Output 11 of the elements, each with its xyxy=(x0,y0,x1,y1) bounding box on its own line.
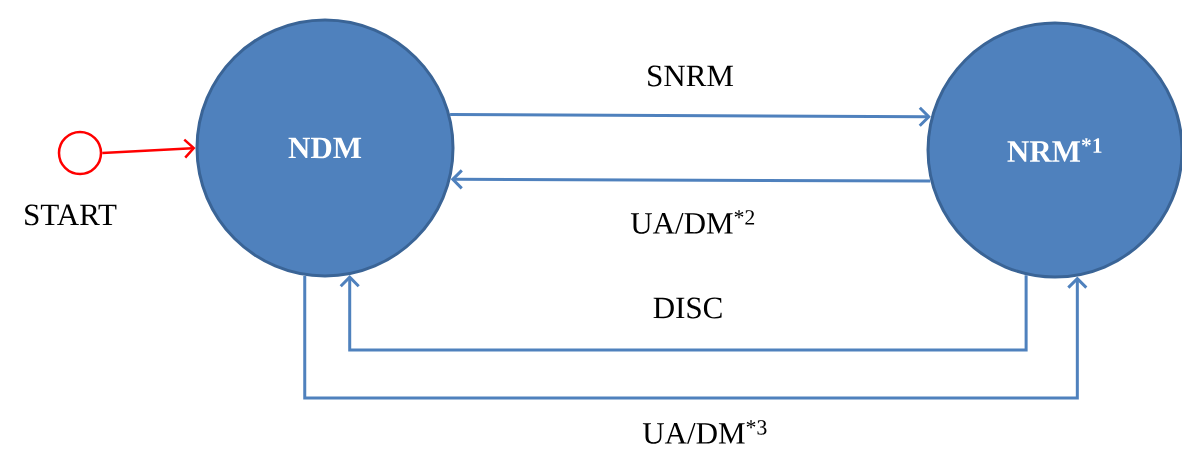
arrow xyxy=(450,169,931,190)
arrow xyxy=(339,275,1028,352)
arrow xyxy=(102,138,196,159)
edge-label: UA/DM$^{*2}$ xyxy=(629,209,757,235)
start-label: START xyxy=(25,204,117,226)
edge-label: UA/DM$^{*3}$ xyxy=(641,419,769,445)
edge-label: DISC xyxy=(651,296,725,320)
arrow xyxy=(450,106,931,127)
edge-label: SNRM xyxy=(645,64,735,88)
arrow xyxy=(303,275,1088,400)
start-circle xyxy=(57,130,103,176)
